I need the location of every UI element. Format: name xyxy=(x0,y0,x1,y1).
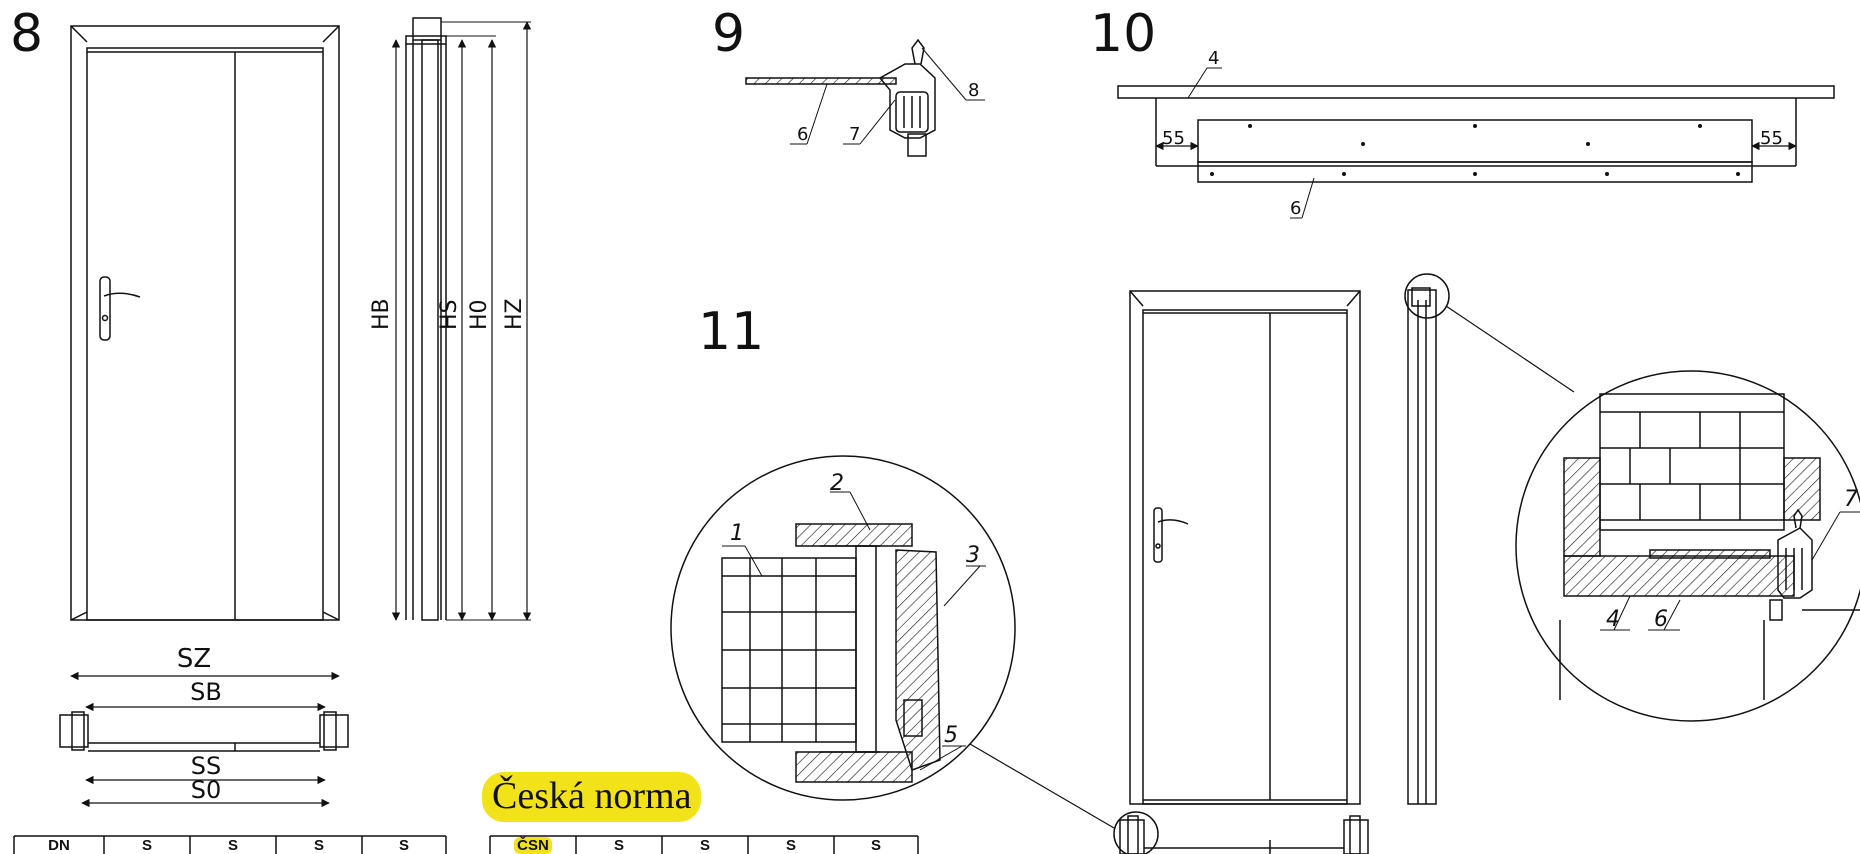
table-left-header-s3: S xyxy=(313,837,324,854)
fig11-side-jamb xyxy=(1408,290,1436,804)
door-frame-outer xyxy=(71,26,339,620)
fig11-top-frame-right xyxy=(1784,458,1820,520)
fig11-bottom-magnifier-ring xyxy=(1114,812,1158,854)
fig11-callout-2: 2 xyxy=(830,471,844,496)
side-jamb xyxy=(422,40,438,620)
fig11-wall-detail-circle xyxy=(671,456,1015,800)
label-h0: H0 xyxy=(467,299,492,330)
fig11-wall-section-detail: 1 2 3 5 xyxy=(671,456,1114,828)
fig11-top-brick-wall xyxy=(1600,394,1784,530)
fig9-profile-detail: 6 7 8 xyxy=(746,40,985,156)
fig11-frame-web xyxy=(856,546,876,752)
fig11-top-callout-6: 6 xyxy=(1654,607,1668,632)
fig11-top-strip-6 xyxy=(1650,550,1770,558)
fig11-top-frame-left xyxy=(1564,458,1600,556)
fig11-door-frame xyxy=(1130,291,1360,804)
fig11-door-leaf xyxy=(1143,310,1347,804)
label-hz: HZ xyxy=(502,298,527,330)
fig11-top-lintel-4 xyxy=(1564,556,1794,596)
table-left-header-s2: S xyxy=(227,837,238,854)
top-view-left-clamp xyxy=(60,715,88,747)
label-ss: SS xyxy=(191,752,221,780)
fig11-bottom-clamps xyxy=(1114,274,1449,854)
table-right-header-s3: S xyxy=(785,837,796,854)
table-left-header-dn: DN xyxy=(48,837,70,854)
label-sb: SB xyxy=(190,678,222,706)
table-right-header-csn: ČSN xyxy=(490,837,576,854)
fig11-door-handle-plate xyxy=(1154,508,1162,562)
fig10-lintel-4 xyxy=(1118,86,1834,98)
fig11-door-side xyxy=(1408,288,1436,804)
fig11-architrave-3 xyxy=(896,550,940,770)
top-view-right-clamp xyxy=(320,715,348,747)
fig9-callout-7: 7 xyxy=(849,124,860,145)
fig9-strip-6 xyxy=(746,78,896,84)
fig11-frame-bottom-5 xyxy=(796,752,912,782)
fig11-door-front xyxy=(1130,291,1360,804)
table-right-header-s1: S xyxy=(613,837,624,854)
door-handle-plate xyxy=(100,277,110,340)
table-left-outline xyxy=(14,836,446,854)
fig9-base-block xyxy=(908,134,926,156)
fig11-wall-leader xyxy=(970,744,1114,828)
fig10-gap-label-left: 55 xyxy=(1162,128,1185,149)
door-leaf xyxy=(87,48,323,620)
fig11-frame-top-2 xyxy=(796,524,912,546)
norm-title: Česká norma xyxy=(482,772,702,822)
figure-number-11: 11 xyxy=(698,302,765,362)
fig11-top-section-detail: 4 6 7 xyxy=(1446,306,1860,721)
fig11-top-clip-7 xyxy=(1778,528,1812,598)
table-right-header-s2: S xyxy=(699,837,710,854)
figure-number-9: 9 xyxy=(712,4,746,64)
fig10-callout-6: 6 xyxy=(1290,198,1301,219)
fig11-door-handle xyxy=(1158,520,1188,524)
fig10-frame-strip: 55 55 4 6 xyxy=(1118,48,1834,219)
label-s0: S0 xyxy=(191,776,222,804)
table-left-header-s4: S xyxy=(398,837,409,854)
fig9-callout-6: 6 xyxy=(797,124,808,145)
fig8-door-front xyxy=(71,26,339,620)
fig10-callout-4: 4 xyxy=(1208,48,1219,69)
fig11-top-callout-7: 7 xyxy=(1844,487,1858,512)
fig10-gap-label-right: 55 xyxy=(1760,128,1783,149)
label-sz: SZ xyxy=(177,644,211,674)
fig11-callout-3: 3 xyxy=(966,543,980,568)
table-right-header-csn-label: ČSN xyxy=(514,837,552,854)
fig9-clip-7 xyxy=(880,64,935,138)
figure-number-10: 10 xyxy=(1090,4,1157,64)
fig11-top-leader xyxy=(1446,306,1574,392)
fig8-door-side: HB HS H0 HZ xyxy=(369,18,532,621)
table-left-header-s1: S xyxy=(141,837,152,854)
fig9-callout-8: 8 xyxy=(968,80,979,101)
fig11-callout-5: 5 xyxy=(944,723,958,748)
door-handle xyxy=(104,293,140,297)
fig11-top-magnifier-ring xyxy=(1405,274,1449,318)
fig11-top-detail-circle xyxy=(1516,371,1860,721)
fig8-door-top-view: SZ SB SS S0 xyxy=(60,644,348,808)
fig11-callout-1: 1 xyxy=(730,521,744,546)
label-hb: HB xyxy=(369,298,394,330)
fig9-tip-8 xyxy=(912,40,924,64)
table-right-header-s4: S xyxy=(870,837,881,854)
figure-number-8: 8 xyxy=(10,4,44,64)
table-right-outline xyxy=(490,836,918,854)
fig11-top-callout-4: 4 xyxy=(1606,607,1620,632)
label-hs: HS xyxy=(437,299,462,330)
